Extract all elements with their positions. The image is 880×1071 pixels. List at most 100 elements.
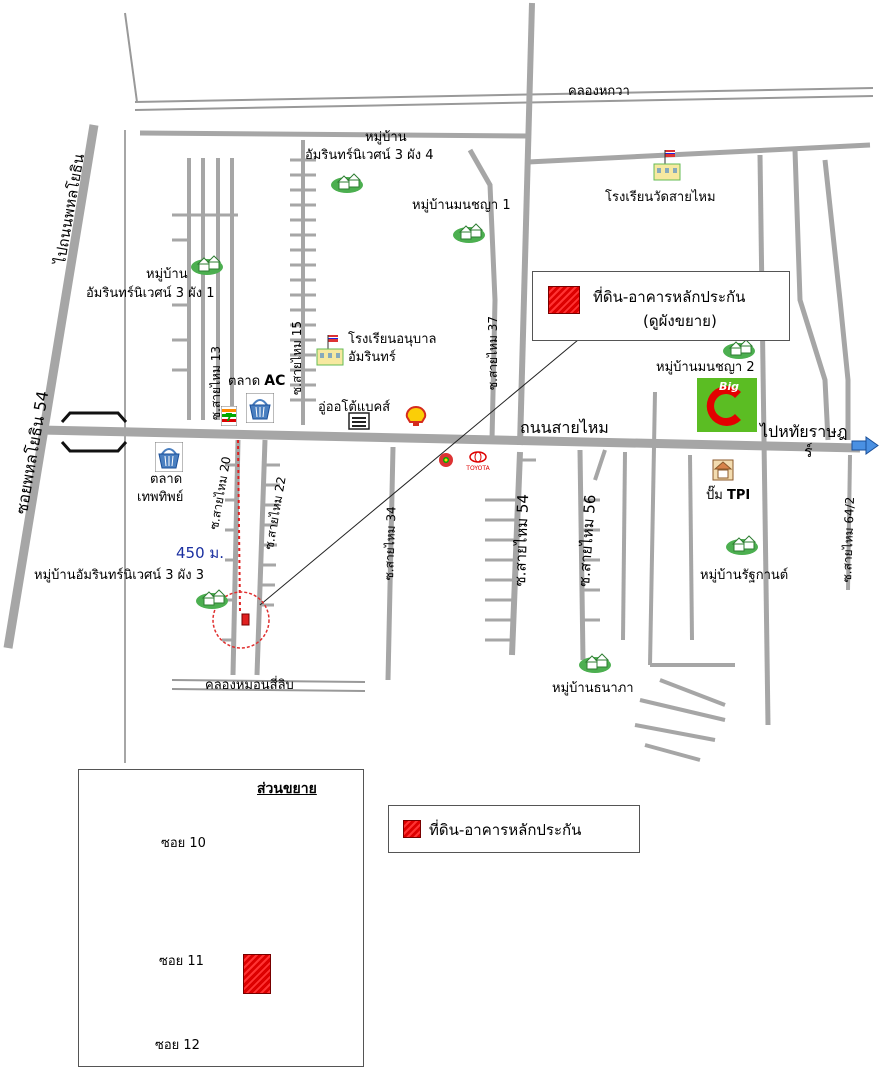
soi-15-label: ซ.สายไหม 15 <box>290 321 304 395</box>
road-ladders <box>222 158 600 642</box>
canal-bottom-label: คลองหมอนสี่ลิบ <box>205 678 294 693</box>
market-thepthip-line1: ตลาด <box>150 472 183 487</box>
village-thanapha-label: หมู่บ้านธนาภา <box>552 681 634 696</box>
school-icon <box>653 150 681 181</box>
road-soi-37 <box>467 148 498 441</box>
village-amarin3-3-label: หมู่บ้านอัมรินทร์นิเวศน์ 3 ผัง 3 <box>34 568 205 583</box>
soi-13-label: ซ.สายไหม 13 <box>209 346 223 420</box>
market-thepthip-line2: เทพทิพย์ <box>137 490 184 505</box>
school-kinder-line2: อัมรินทร์ <box>348 350 396 365</box>
road-se-3 <box>639 698 726 722</box>
road-right-2 <box>792 149 831 441</box>
village-monchaya1-label: หมู่บ้านมนชญา 1 <box>412 198 511 213</box>
market-basket-icon <box>246 393 274 423</box>
road-se-4 <box>634 723 716 742</box>
soi-37-label: ซ.สายไหม 37 <box>486 316 500 390</box>
school-kinder-line1: โรงเรียนอนุบาล <box>348 332 437 347</box>
soi-54-label: ซ.สายไหม 54 <box>510 493 533 587</box>
garage-icon <box>348 412 370 430</box>
distance-label: 450 ม. <box>176 544 225 562</box>
market-basket-icon <box>155 442 183 472</box>
road-sai-mai <box>39 425 861 453</box>
road-soi-20 <box>230 439 241 676</box>
road-right-3 <box>822 159 851 440</box>
canal-mon-line1 <box>171 679 366 683</box>
soi-64-2-label: ซ.สายไหม 64/2 <box>839 496 857 583</box>
road-soi-56 <box>577 449 586 661</box>
road-soi-22 <box>254 439 268 676</box>
road-phahon-54 <box>3 124 99 649</box>
bridge-icon <box>60 411 128 453</box>
school-icon <box>316 335 344 366</box>
village-amarin3-1-line2: อัมรินทร์นิเวศน์ 3 ผัง 1 <box>86 286 215 301</box>
school-wat-label: โรงเรียนวัดสายไหม <box>605 190 716 205</box>
village-icon <box>196 589 228 609</box>
legend-swatch <box>548 286 580 314</box>
village-amarin3-4-line2: อัมรินทร์นิเวศน์ 3 ผัง 4 <box>305 148 434 163</box>
village-icon <box>191 255 223 275</box>
toyota-icon: TOYOTA <box>465 451 491 472</box>
road-east-3 <box>688 454 694 641</box>
road-top-right <box>527 142 871 165</box>
road-right-1 <box>757 154 771 726</box>
road-soi-56-branch <box>593 449 607 481</box>
inset-title: ส่วนขยาย <box>257 781 317 797</box>
market-ac-prefix: ตลาด <box>228 374 261 389</box>
svg-text:7: 7 <box>225 411 233 424</box>
pump-tpi-suffix: TPI <box>726 488 751 503</box>
village-amarin3-1-line1: หมู่บ้าน <box>146 267 188 282</box>
legend-bottom-label: ที่ดิน-อาคารหลักประกัน <box>429 821 582 839</box>
shell-icon <box>405 405 427 426</box>
road-soi-54-north <box>517 2 535 446</box>
road-soi-54-south <box>509 451 523 656</box>
road-top-left <box>124 12 138 103</box>
property-marker[interactable] <box>241 613 250 626</box>
village-icon <box>723 339 755 359</box>
svg-text:TOYOTA: TOYOTA <box>465 465 490 472</box>
road-top-horizontal <box>139 130 529 139</box>
village-ratthakan-label: หมู่บ้านรัฐกานต์ <box>700 568 789 583</box>
inset-property-marker[interactable] <box>243 954 271 994</box>
village-icon <box>453 223 485 243</box>
road-soi-34 <box>385 446 396 681</box>
svg-text:Big: Big <box>719 380 739 393</box>
village-icon <box>331 173 363 193</box>
legend-top: ที่ดิน-อาคารหลักประกัน (ดูผังขยาย) <box>532 271 790 341</box>
market-ac-label: ตลาด AC <box>228 373 286 390</box>
inset-soi-12: ซอย 12 <box>155 1038 200 1053</box>
village-monchaya2-label: หมู่บ้านมนชญา 2 <box>656 360 755 375</box>
pump-tpi-prefix: ปั๊ม <box>706 488 723 503</box>
big-c-icon: Big <box>697 378 757 432</box>
inset-panel: ส่วนขยาย ซอย 10 ซอย 11 ซอย 12 <box>78 769 364 1067</box>
legend-top-line1: ที่ดิน-อาคารหลักประกัน <box>593 288 746 306</box>
soi-34-label: ซ.สายไหม 34 <box>381 506 399 581</box>
legend-swatch <box>403 820 421 838</box>
inset-soi-11: ซอย 11 <box>159 954 204 969</box>
main-road-label: ถนนสายไหม <box>520 418 609 437</box>
to-east-cont-label: ร์ <box>804 442 813 461</box>
flower-shop-icon <box>439 453 453 467</box>
leader-line <box>259 339 579 606</box>
pump-tpi-label: ปั๊ม TPI <box>706 488 750 503</box>
village-icon <box>579 653 611 673</box>
distance-line <box>237 439 241 613</box>
road-se-5 <box>644 743 701 762</box>
road-soi-64-2 <box>846 454 852 591</box>
legend-top-line2: (ดูผังขยาย) <box>643 312 717 330</box>
gas-pump-icon <box>712 459 734 481</box>
road-se-2 <box>659 678 726 707</box>
market-ac-suffix: AC <box>264 373 286 389</box>
road-east-1 <box>621 451 627 641</box>
canal-mon-line2 <box>171 688 366 692</box>
canal-hok-wa-line2 <box>134 95 874 111</box>
legend-bottom: ที่ดิน-อาคารหลักประกัน <box>388 805 640 853</box>
arrow-right-icon <box>851 436 879 455</box>
to-east-label: ไปหทัยราษฎ <box>760 422 848 441</box>
property-circle <box>212 591 270 649</box>
village-amarin3-4-line1: หมู่บ้าน <box>365 130 407 145</box>
auto-backs-label: อู่ออโต้แบคส์ <box>318 400 391 415</box>
road-east-2 <box>648 391 657 666</box>
seven-eleven-icon: 7 <box>221 406 237 426</box>
canal-hok-wa-line1 <box>134 87 874 103</box>
inset-soi-10: ซอย 10 <box>161 836 206 851</box>
